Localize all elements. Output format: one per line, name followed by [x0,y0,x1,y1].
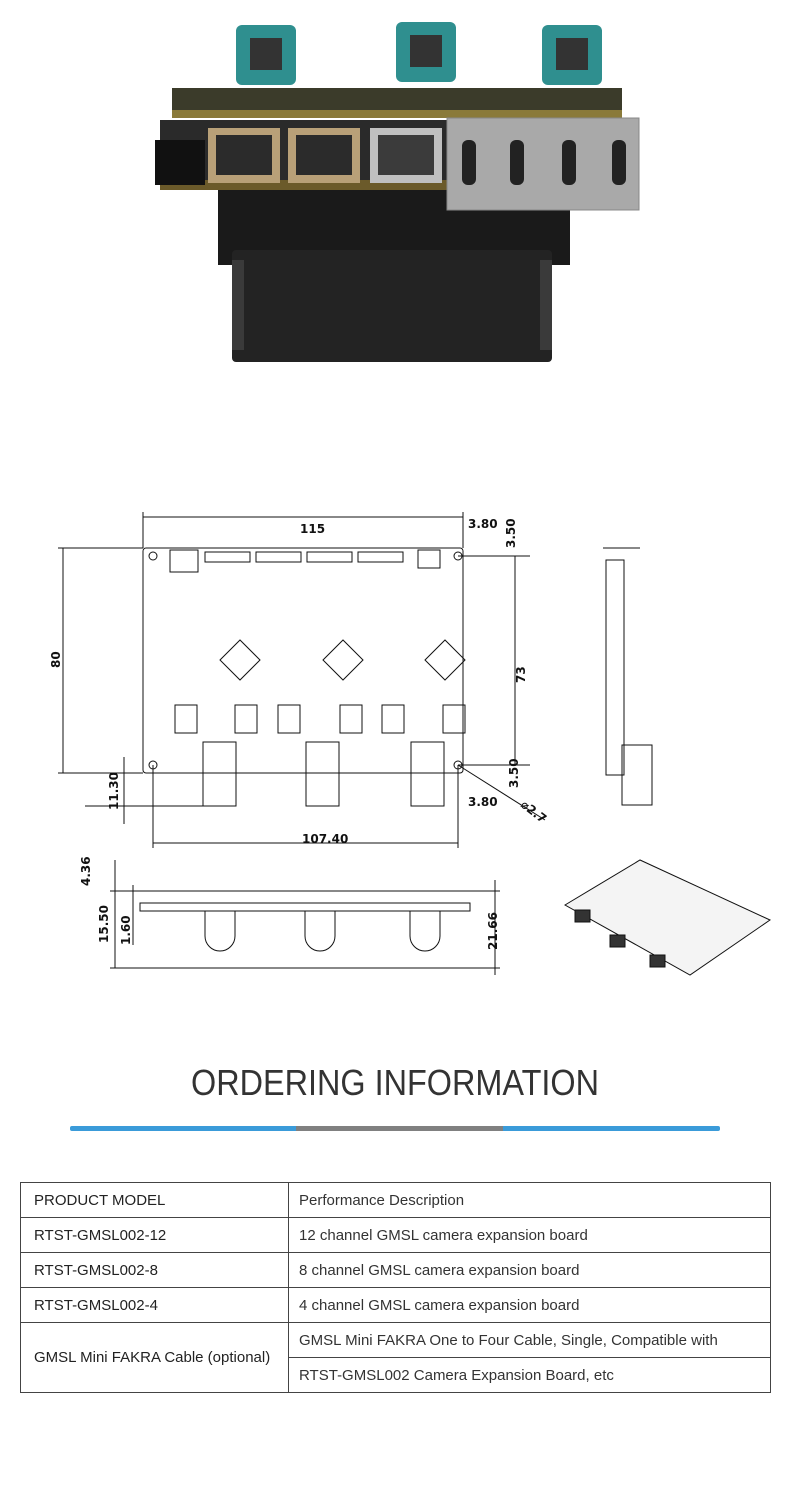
cable-description-line2: RTST-GMSL002 Camera Expansion Board, etc [288,1357,771,1393]
title-underline [70,1126,720,1131]
table-row: RTST-GMSL002-12 12 channel GMSL camera e… [20,1217,771,1253]
dim-width-total: 115 [300,522,325,536]
dimension-drawing [58,512,772,976]
dim-connector-overhang: 11.30 [107,772,121,810]
product-artwork: 115 3.80 3.50 80 73 3.50 11.30 3.80 ⌀2.7… [49,22,772,976]
dim-hole-offset-x-bottom: 3.80 [468,795,498,809]
ordering-table: PRODUCT MODEL Performance Description RT… [20,1182,771,1393]
section-title: ORDERING INFORMATION [190,1062,599,1103]
dim-hole-offset-x-top: 3.80 [468,517,498,531]
row-description: 12 channel GMSL camera expansion board [288,1217,771,1253]
header-description: Performance Description [288,1182,771,1218]
table-row: RTST-GMSL002-4 4 channel GMSL camera exp… [20,1287,771,1323]
cable-description-line1: GMSL Mini FAKRA One to Four Cable, Singl… [288,1322,771,1358]
row-model: RTST-GMSL002-8 [20,1252,289,1288]
dim-hole-offset-y-bottom: 3.50 [507,758,521,788]
row-model: RTST-GMSL002-12 [20,1217,289,1253]
table-row-cable-cont: RTST-GMSL002 Camera Expansion Board, etc [21,1357,771,1393]
dim-top-height: 4.36 [79,856,93,886]
product-photo [155,22,640,362]
dim-height-total: 80 [49,651,63,668]
cable-model: GMSL Mini FAKRA Cable (optional) [20,1322,289,1393]
dim-hole-spacing-y: 73 [514,666,528,683]
dim-pcb-thickness: 1.60 [119,915,133,945]
dim-hole-diameter: ⌀2.7 [518,797,549,826]
dim-hole-spacing-x: 107.40 [302,832,348,846]
dim-hole-offset-y-top: 3.50 [504,518,518,548]
table-row: RTST-GMSL002-8 8 channel GMSL camera exp… [20,1252,771,1288]
row-description: 4 channel GMSL camera expansion board [288,1287,771,1323]
table-header-row: PRODUCT MODEL Performance Description [20,1182,771,1218]
dim-bottom-height: 15.50 [97,905,111,943]
dim-total-height: 21.66 [486,912,500,950]
row-description: 8 channel GMSL camera expansion board [288,1252,771,1288]
header-model: PRODUCT MODEL [20,1182,289,1218]
row-model: RTST-GMSL002-4 [20,1287,289,1323]
table-row-cable: GMSL Mini FAKRA Cable (optional) GMSL Mi… [20,1322,771,1393]
